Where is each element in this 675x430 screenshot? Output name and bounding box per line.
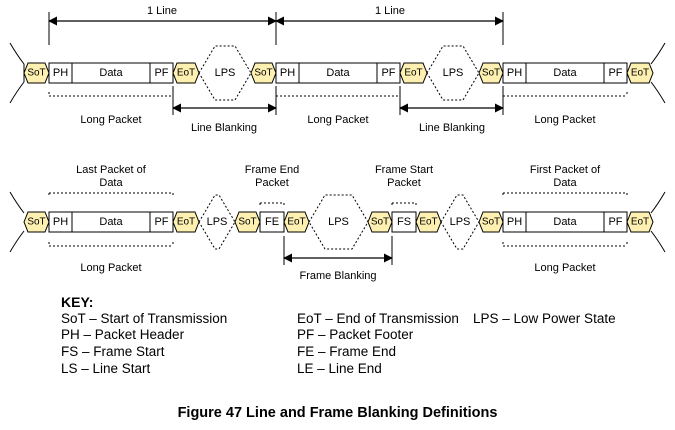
row2-ph-0-label: PH	[53, 216, 68, 228]
row2-last-packet-label-line-1: Last Packet of	[76, 164, 147, 176]
row2-right-edge-top	[650, 191, 666, 214]
row1-line-label-1: 1 Line	[375, 5, 405, 17]
row1-eot-2-label: EoT	[631, 68, 649, 79]
row2-frame-start-label-line-1: Frame Start	[375, 164, 433, 176]
row1-long-packet-1-label: Long Packet	[307, 114, 368, 126]
row1-blank-label-1: Line Blanking	[419, 122, 485, 134]
row2-fs-label: FS	[397, 216, 411, 228]
row1-sot-1-label: SoT	[254, 68, 272, 79]
row1-left-edge-top	[9, 42, 25, 65]
row2-first-packet-label-line-2: Data	[553, 177, 577, 189]
row1-eot-0-label: EoT	[177, 68, 195, 79]
row2-sot-0-label: SoT	[27, 217, 45, 228]
row2-eot-3	[626, 211, 654, 233]
row1-lps-1	[426, 45, 480, 101]
row1-lps-0-label: LPS	[215, 67, 236, 79]
row1-eot-1-label: EoT	[404, 68, 422, 79]
row2-left-edge-bottom	[9, 230, 25, 253]
row2-lps-1-label: LPS	[328, 216, 349, 228]
row2-sot-3-label: SoT	[482, 217, 500, 228]
row1-data-1-label: Data	[326, 67, 350, 79]
row2-eot-1-label: EoT	[287, 217, 305, 228]
row1-data-0-label: Data	[99, 67, 123, 79]
row2-last-packet-label-line-2: Data	[99, 177, 123, 189]
row2-data-1-label: Data	[553, 216, 577, 228]
figure-caption: Figure 47 Line and Frame Blanking Defini…	[177, 405, 498, 421]
row2-first-packet-label-line-1: First Packet of	[530, 164, 601, 176]
row2-pf-1-label: PF	[608, 216, 622, 228]
row2-fe-label: FE	[265, 216, 279, 228]
row1-left-edge-bottom	[9, 81, 25, 104]
row1-ph-0-label: PH	[53, 67, 68, 79]
row1-eot-2	[626, 62, 654, 84]
row2-long-packet-1-label: Long Packet	[534, 262, 595, 274]
row1-pf-1-label: PF	[381, 67, 395, 79]
row2-eot-2-label: EoT	[419, 217, 437, 228]
row2-eot-0-label: EoT	[177, 217, 195, 228]
row1-pf-2-label: PF	[608, 67, 622, 79]
row1-pf-0-label: PF	[154, 67, 168, 79]
row1-blank-label-0: Line Blanking	[191, 122, 257, 134]
row1-right-edge-top	[650, 42, 666, 65]
row2-lps-0	[198, 194, 236, 250]
row1-ph-2-label: PH	[507, 67, 522, 79]
row1-sot-0-label: SoT	[27, 68, 45, 79]
row2-blank-label: Frame Blanking	[299, 270, 376, 282]
row1-data-2-label: Data	[553, 67, 577, 79]
row2-ph-1-label: PH	[507, 216, 522, 228]
row2-long-packet-0-label: Long Packet	[80, 262, 141, 274]
row1-long-packet-2-label: Long Packet	[534, 114, 595, 126]
row1-lps-0	[198, 45, 252, 101]
row1-sot-2-label: SoT	[482, 68, 500, 79]
row2-lps-0-label: LPS	[207, 216, 228, 228]
row2-left-edge-top	[9, 191, 25, 214]
row2-pf-0-label: PF	[154, 216, 168, 228]
row2-frame-start-label-line-2: Packet	[387, 177, 421, 189]
row1-long-packet-0-label: Long Packet	[80, 114, 141, 126]
line-blanking-row: SoT PH Data PF EoT SoT PH Data PF EoT SoT PH Data PF E…	[9, 5, 666, 134]
row2-eot-3-label: EoT	[631, 217, 649, 228]
row2-sot-1-label: SoT	[238, 217, 256, 228]
row2-sot-2-label: SoT	[371, 217, 389, 228]
row2-frame-end-label-line-2: Packet	[255, 177, 289, 189]
row1-ph-1-label: PH	[280, 67, 295, 79]
row2-lps-2-label: LPS	[450, 216, 471, 228]
row2-frame-end-label-line-1: Frame End	[245, 164, 299, 176]
row1-lps-1-label: LPS	[443, 67, 464, 79]
row1-line-label-0: 1 Line	[147, 5, 177, 17]
row2-data-0-label: Data	[99, 216, 123, 228]
row2-right-edge-bottom	[650, 230, 666, 253]
row1-right-edge-bottom	[650, 81, 666, 104]
